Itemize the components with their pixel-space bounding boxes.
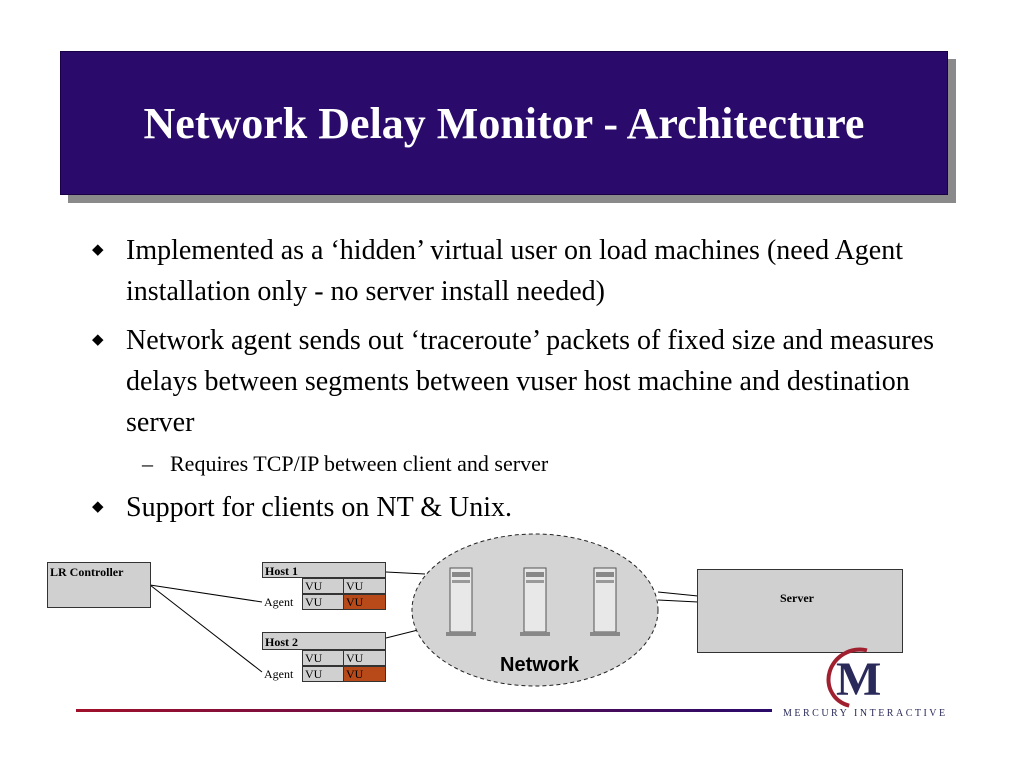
mercury-logo-text: MERCURY INTERACTIVE <box>783 708 948 719</box>
server-tower-icon <box>520 567 550 636</box>
host1-box: Host 1 <box>262 562 386 578</box>
host2-box: Host 2 <box>262 632 386 650</box>
host1-label: Host 1 <box>265 564 298 578</box>
title-banner: Network Delay Monitor - Architecture <box>60 51 948 195</box>
slide-title: Network Delay Monitor - Architecture <box>143 98 865 148</box>
bullet-list: ◆ Implemented as a ‘hidden’ virtual user… <box>90 230 960 536</box>
host1-agent-vu-cell: VU <box>343 594 386 610</box>
diamond-bullet-icon: ◆ <box>92 499 104 515</box>
lr-controller-label: LR Controller <box>50 565 124 579</box>
host1-vu-cell: VU <box>302 578 344 594</box>
diamond-bullet-icon: ◆ <box>92 242 104 258</box>
network-label: Network <box>500 654 579 676</box>
host1-vu-cell: VU <box>343 578 386 594</box>
server-box: Server <box>697 569 903 653</box>
host1-agent-label: Agent <box>264 595 294 609</box>
host1-agent-vu-cell: VU <box>302 594 344 610</box>
architecture-diagram: LR Controller Host 1 VU VU Agent VU VU H… <box>0 530 1024 720</box>
bullet-text: Support for clients on NT & Unix. <box>126 492 513 523</box>
host2-agent-vu-cell: VU <box>302 666 344 682</box>
bullet-item: ◆ Network agent sends out ‘traceroute’ p… <box>90 320 960 443</box>
server-tower-icon <box>590 567 620 636</box>
diamond-bullet-icon: ◆ <box>92 332 104 348</box>
bullet-text: Implemented as a ‘hidden’ virtual user o… <box>126 235 903 307</box>
host2-vu-cell: VU <box>343 650 386 666</box>
footer-divider <box>76 709 772 712</box>
mercury-logo-letter: M <box>836 653 882 706</box>
server-tower-icon <box>446 567 476 636</box>
bullet-text: Network agent sends out ‘traceroute’ pac… <box>126 325 935 438</box>
dash-bullet-icon: – <box>142 451 153 476</box>
host2-agent-vu-cell: VU <box>343 666 386 682</box>
host2-label: Host 2 <box>265 635 298 649</box>
lr-controller-box: LR Controller <box>47 562 151 608</box>
bullet-item: ◆ Support for clients on NT & Unix. <box>90 487 960 528</box>
sub-bullet-text: Requires TCP/IP between client and serve… <box>170 451 549 476</box>
server-label: Server <box>780 591 814 605</box>
diagram-lines <box>149 533 699 687</box>
bullet-item: ◆ Implemented as a ‘hidden’ virtual user… <box>90 230 960 312</box>
host2-agent-label: Agent <box>264 667 294 681</box>
sub-bullet-item: – Requires TCP/IP between client and ser… <box>90 449 960 479</box>
host2-vu-cell: VU <box>302 650 344 666</box>
